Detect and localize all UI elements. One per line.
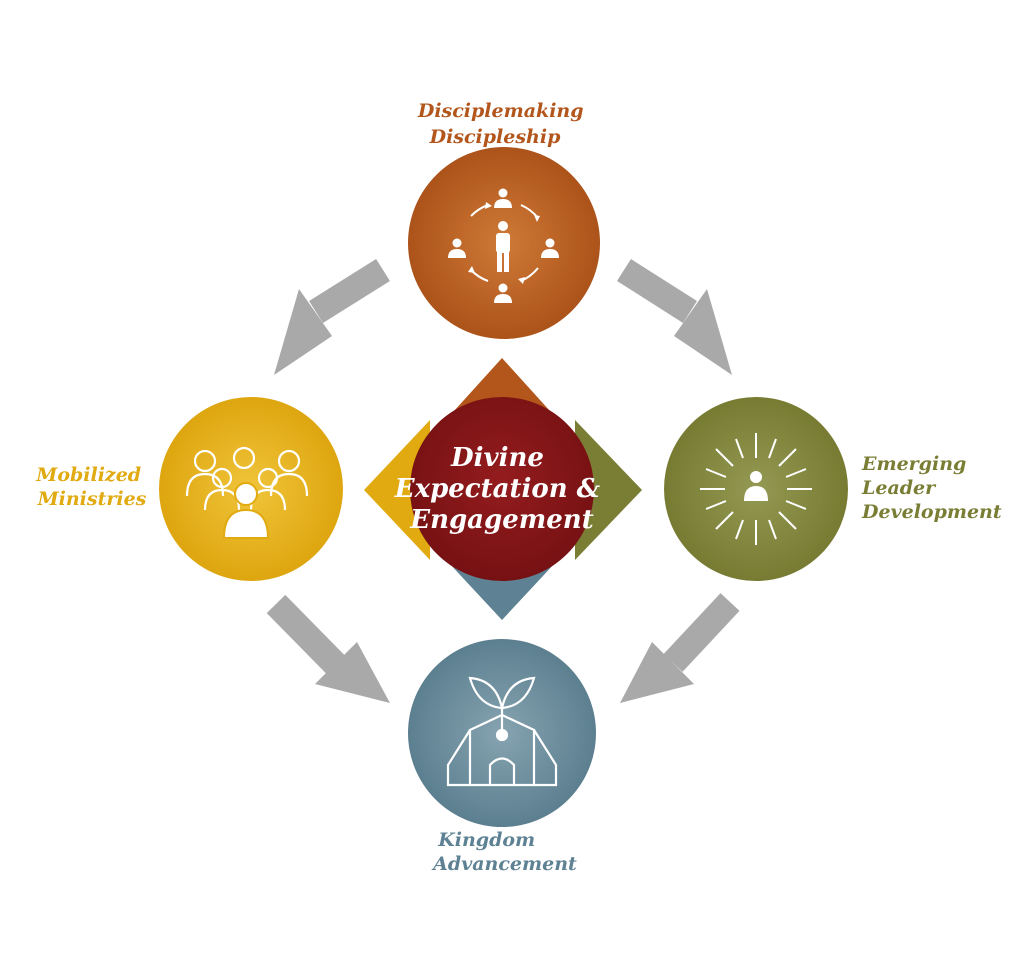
diamond-left-quadrant [364,420,430,560]
node-mobilized-ministries [159,397,343,581]
label-top-line-1: Disciplemaking [417,100,584,122]
label-bottom-line-2: Advancement [431,853,577,875]
arrow-top-to-left [274,258,390,375]
arrow-right-to-bottom [620,593,740,703]
label-disciplemaking: Disciplemaking Discipleship [417,100,590,148]
cycle-arrows [266,258,740,703]
center-circle [410,397,594,581]
label-top-line-2: Discipleship [429,126,561,148]
node-emerging-leader [664,397,848,581]
label-emerging-leader: Emerging Leader Development [861,453,1002,523]
label-kingdom-advancement: Kingdom Advancement [431,829,577,875]
radiant-person-icon [700,433,812,545]
node-disciplemaking [408,147,600,339]
diamond-right-quadrant [575,420,642,560]
disciple-cycle-icon [448,188,559,303]
node-kingdom-advancement [408,639,596,827]
arrow-top-to-right [617,259,732,375]
center-line-3: Engagement [409,505,593,535]
label-left-line-1: Mobilized [35,464,141,486]
label-right-line-2: Leader [861,477,937,499]
label-bottom-line-1: Kingdom [437,829,535,851]
label-left-line-2: Ministries [37,488,147,510]
label-right-line-1: Emerging [861,453,966,475]
arrow-left-to-bottom [266,594,390,703]
sprouting-house-icon [446,676,558,787]
label-right-line-3: Development [861,501,1002,523]
center-line-2: Expectation & [394,474,601,504]
group-people-icon [185,446,309,539]
center-title: Divine Expectation & Engagement [394,443,609,535]
label-mobilized-ministries: Mobilized Ministries [35,464,147,510]
center-node: Divine Expectation & Engagement [394,397,609,581]
center-line-1: Divine [450,443,544,473]
